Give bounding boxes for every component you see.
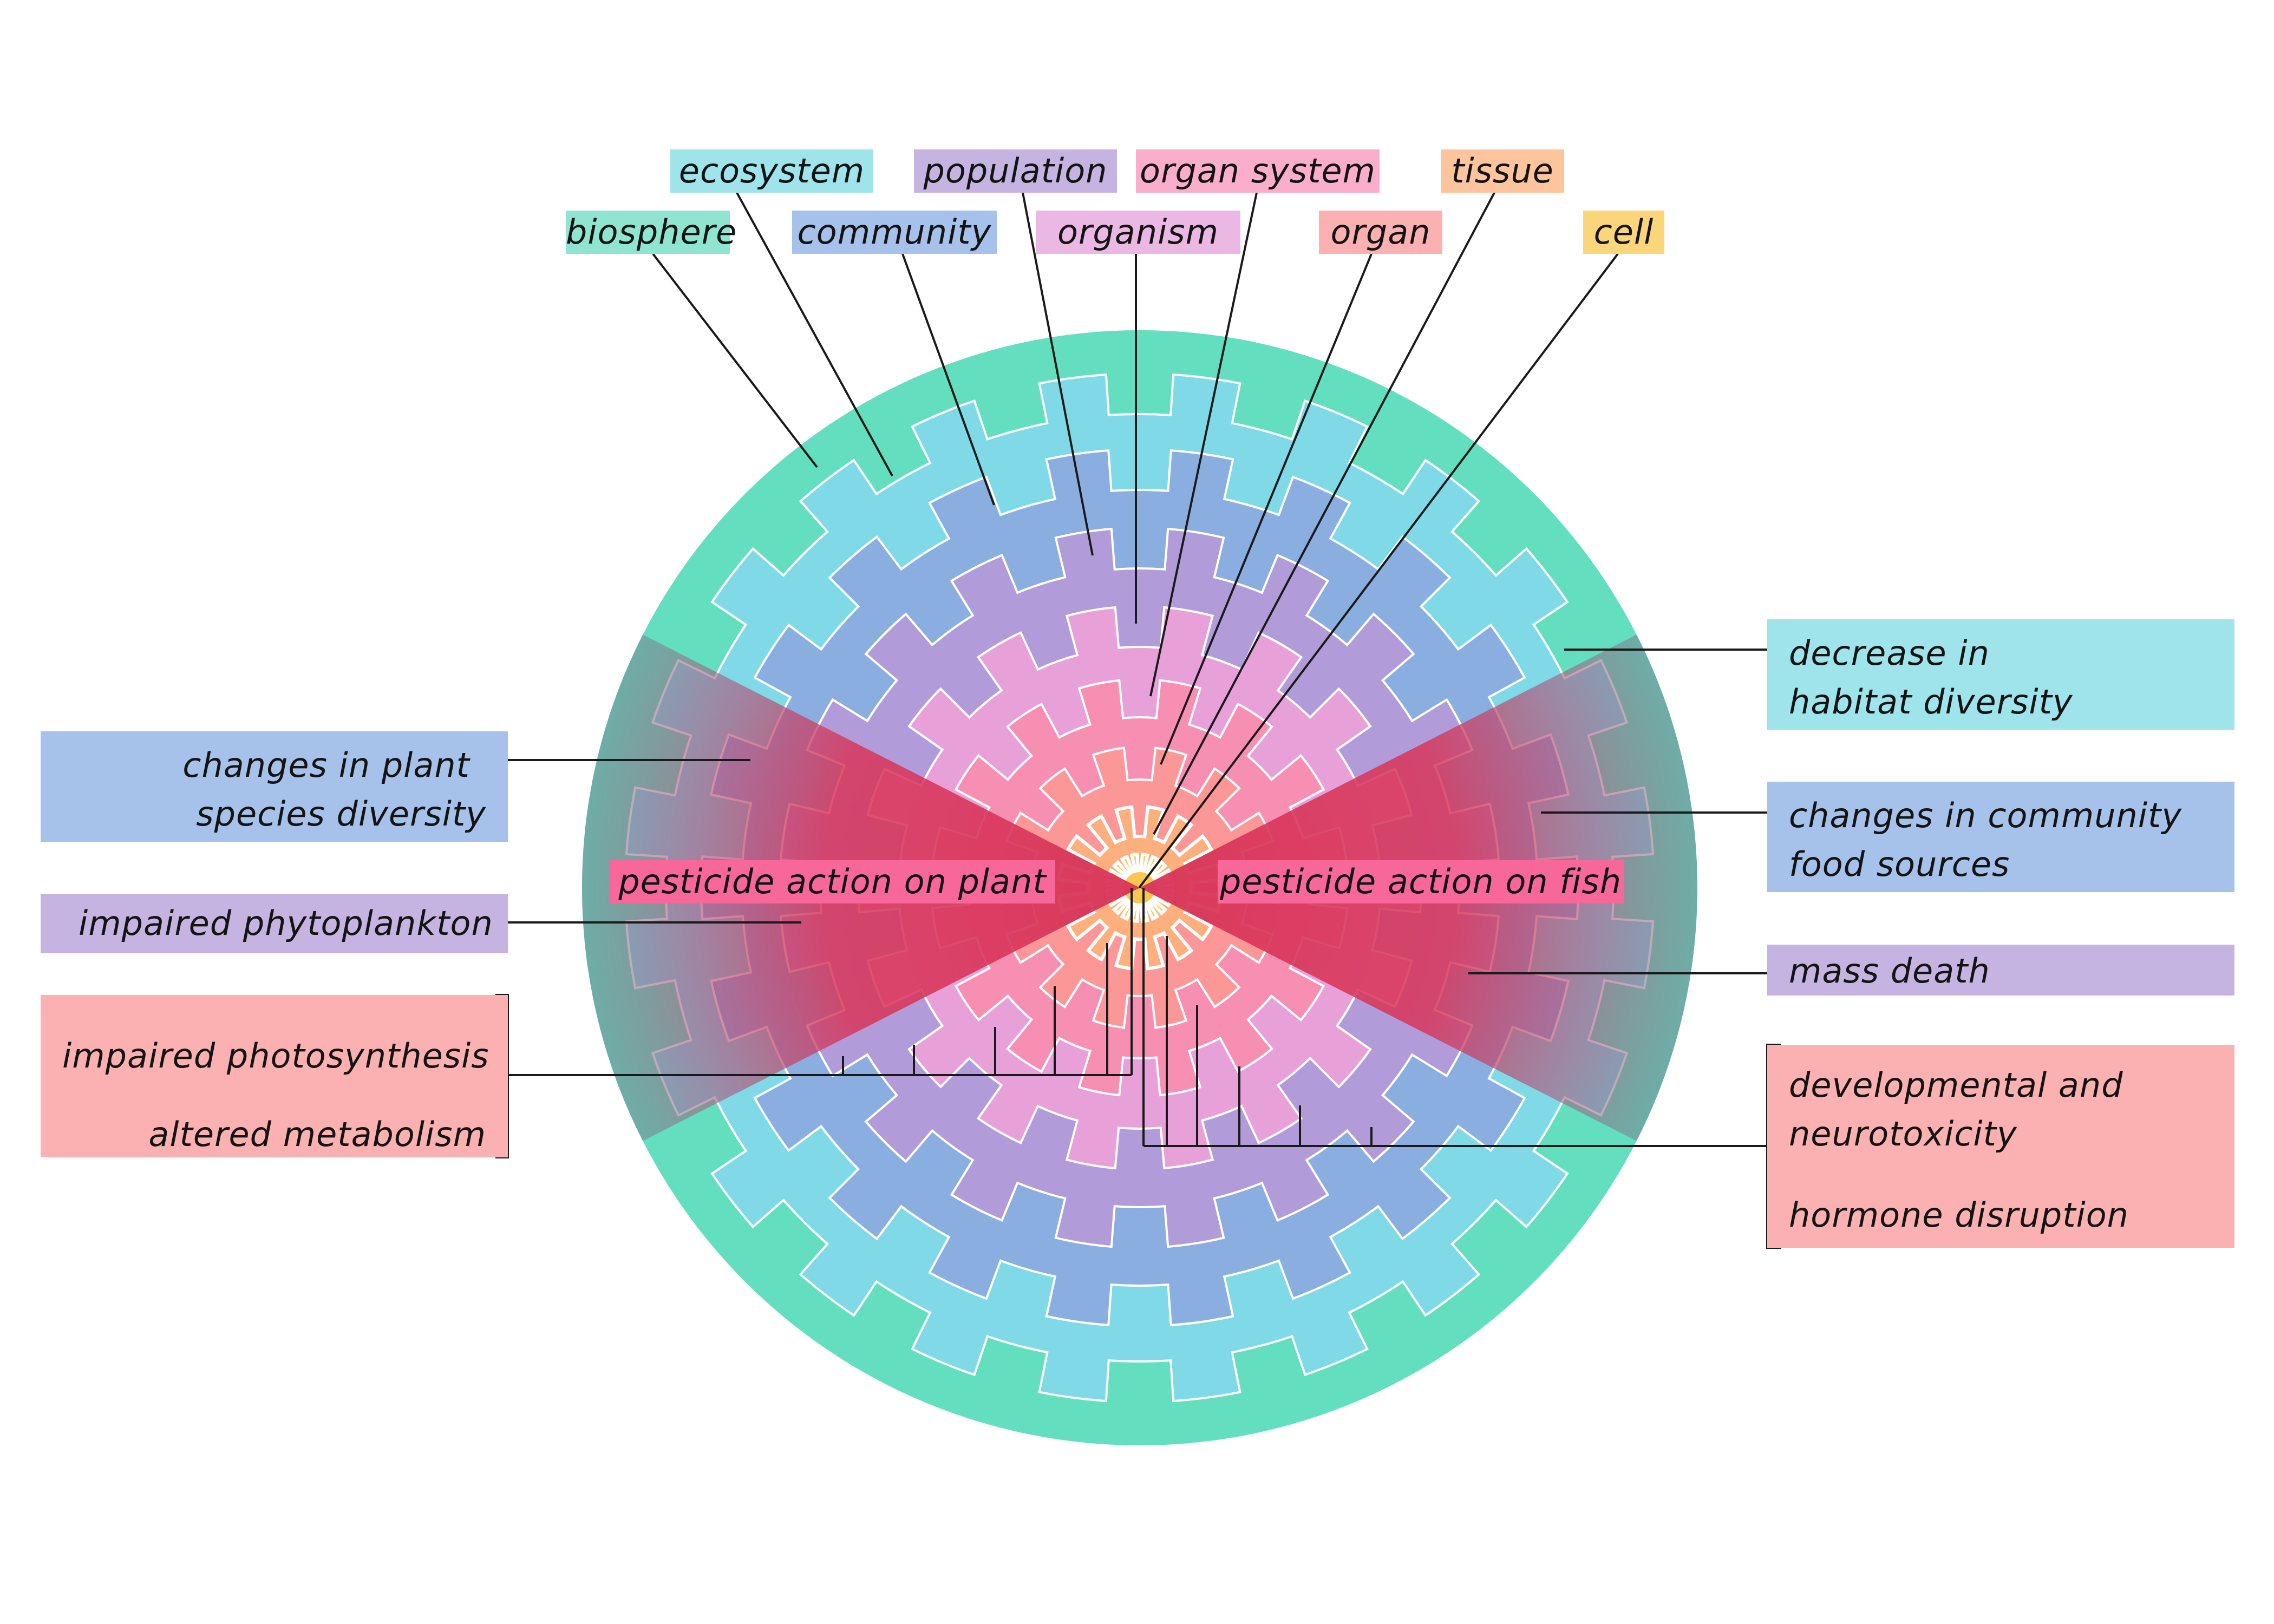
- label-biosphere: biosphere: [566, 211, 736, 254]
- leader-tissue: [1153, 192, 1495, 835]
- effect-line: decrease in: [1789, 633, 1990, 673]
- effect-photosynthesis-metabolism: impaired photosynthesis altered metaboli…: [41, 995, 508, 1157]
- label-tissue: tissue: [1441, 149, 1564, 193]
- pesticide-plant-label: pesticide action on plant: [610, 860, 1055, 903]
- effect-habitat-diversity: decrease in habitat diversity: [1767, 619, 2234, 730]
- effect-plant-species-diversity: changes in plant species diversity: [41, 731, 508, 842]
- effect-line: mass death: [1789, 951, 1990, 991]
- effect-impaired-phytoplankton: impaired phytoplankton: [41, 894, 508, 953]
- effect-line: developmental and: [1789, 1065, 2123, 1105]
- effect-line: habitat diversity: [1789, 682, 2073, 722]
- leader-population: [1022, 192, 1094, 556]
- effect-developmental-hormone: developmental and neurotoxicity hormone …: [1767, 1045, 2234, 1248]
- leader-organ: [1160, 253, 1373, 765]
- leader-cell: [1138, 253, 1619, 889]
- label-organism: organism: [1036, 211, 1240, 254]
- label-cell: cell: [1583, 211, 1664, 254]
- effect-line: food sources: [1789, 844, 2010, 884]
- leader-lines: [495, 192, 1781, 1249]
- leader-organ-system: [1149, 192, 1258, 697]
- effect-line: species diversity: [196, 794, 486, 834]
- effect-line: altered metabolism: [148, 1115, 486, 1154]
- effect-line: neurotoxicity: [1789, 1114, 2017, 1154]
- leader-community: [901, 253, 995, 506]
- effect-community-food-sources: changes in community food sources: [1767, 782, 2234, 892]
- pesticide-fish-label: pesticide action on fish: [1218, 860, 1624, 903]
- effect-line: impaired phytoplankton: [79, 903, 493, 943]
- leader-ecosystem: [736, 192, 893, 476]
- effect-line: changes in plant: [182, 745, 470, 785]
- label-organ-system: organ system: [1136, 149, 1380, 193]
- leader-biosphere: [652, 253, 818, 468]
- effect-mass-death: mass death: [1767, 945, 2234, 996]
- label-organ: organ: [1319, 211, 1442, 254]
- label-community: community: [792, 211, 997, 254]
- effect-line: changes in community: [1789, 796, 2182, 835]
- label-population: population: [914, 149, 1117, 193]
- effect-line: impaired photosynthesis: [62, 1036, 489, 1076]
- effect-line: hormone disruption: [1789, 1195, 2129, 1235]
- label-ecosystem: ecosystem: [670, 149, 873, 193]
